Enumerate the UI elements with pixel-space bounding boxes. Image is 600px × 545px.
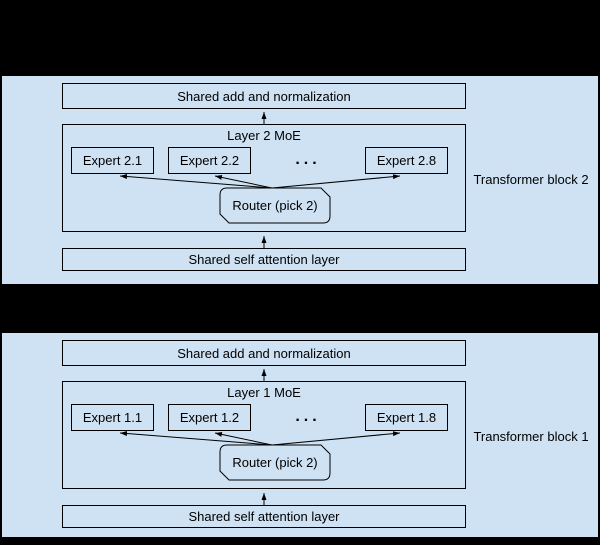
transformer-block-label: Transformer block 2	[473, 172, 589, 187]
expert-box: Expert 1.8	[365, 404, 448, 431]
expert-label: Expert 1.1	[82, 410, 143, 425]
expert-box: Expert 1.2	[168, 404, 251, 431]
expert-box: Expert 2.8	[365, 147, 448, 174]
experts-ellipsis: ...	[295, 408, 321, 425]
expert-box: Expert 2.1	[71, 147, 154, 174]
moe-layer-box	[62, 381, 466, 489]
add-norm-label: Shared add and normalization	[177, 345, 351, 361]
transformer-block-label: Transformer block 1	[473, 429, 589, 444]
moe-layer-box	[62, 124, 466, 232]
expert-label: Expert 2.2	[179, 153, 240, 168]
expert-box: Expert 2.2	[168, 147, 251, 174]
router-label: Router (pick 2)	[232, 455, 318, 470]
expert-label: Expert 2.8	[376, 153, 437, 168]
self-attention-label: Shared self attention layer	[188, 252, 340, 267]
expert-label: Expert 1.8	[376, 410, 437, 425]
router-label: Router (pick 2)	[232, 198, 318, 213]
moe-layer-title: Layer 1 MoE	[227, 385, 301, 400]
self-attention-box: Shared self attention layer	[62, 505, 466, 528]
experts-ellipsis: ...	[295, 151, 321, 168]
self-attention-label: Shared self attention layer	[188, 509, 340, 524]
expert-box: Expert 1.1	[71, 404, 154, 431]
expert-label: Expert 2.1	[82, 153, 143, 168]
moe-layer-title: Layer 2 MoE	[227, 128, 301, 143]
add-norm-box: Shared add and normalization	[62, 340, 466, 366]
add-norm-label: Shared add and normalization	[177, 88, 351, 104]
expert-label: Expert 1.2	[179, 410, 240, 425]
add-norm-box: Shared add and normalization	[62, 83, 466, 109]
self-attention-box: Shared self attention layer	[62, 248, 466, 271]
transformer-block-2-panel: Shared add and normalization Layer 2 MoE…	[2, 76, 598, 284]
transformer-block-1-panel: Shared add and normalization Layer 1 MoE…	[2, 333, 598, 537]
